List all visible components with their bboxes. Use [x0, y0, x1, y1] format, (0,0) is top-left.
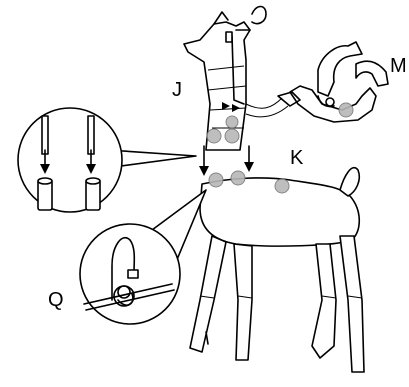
label-m: M: [390, 55, 407, 77]
reindeer-head-neck: [184, 7, 266, 151]
reindeer-legs: [190, 236, 364, 372]
connector-detail-callout: [18, 108, 196, 212]
label-q: Q: [48, 289, 64, 311]
reindeer-body: [200, 168, 359, 246]
sleigh: [246, 42, 388, 122]
label-k: K: [290, 147, 304, 169]
label-j: J: [172, 79, 182, 101]
